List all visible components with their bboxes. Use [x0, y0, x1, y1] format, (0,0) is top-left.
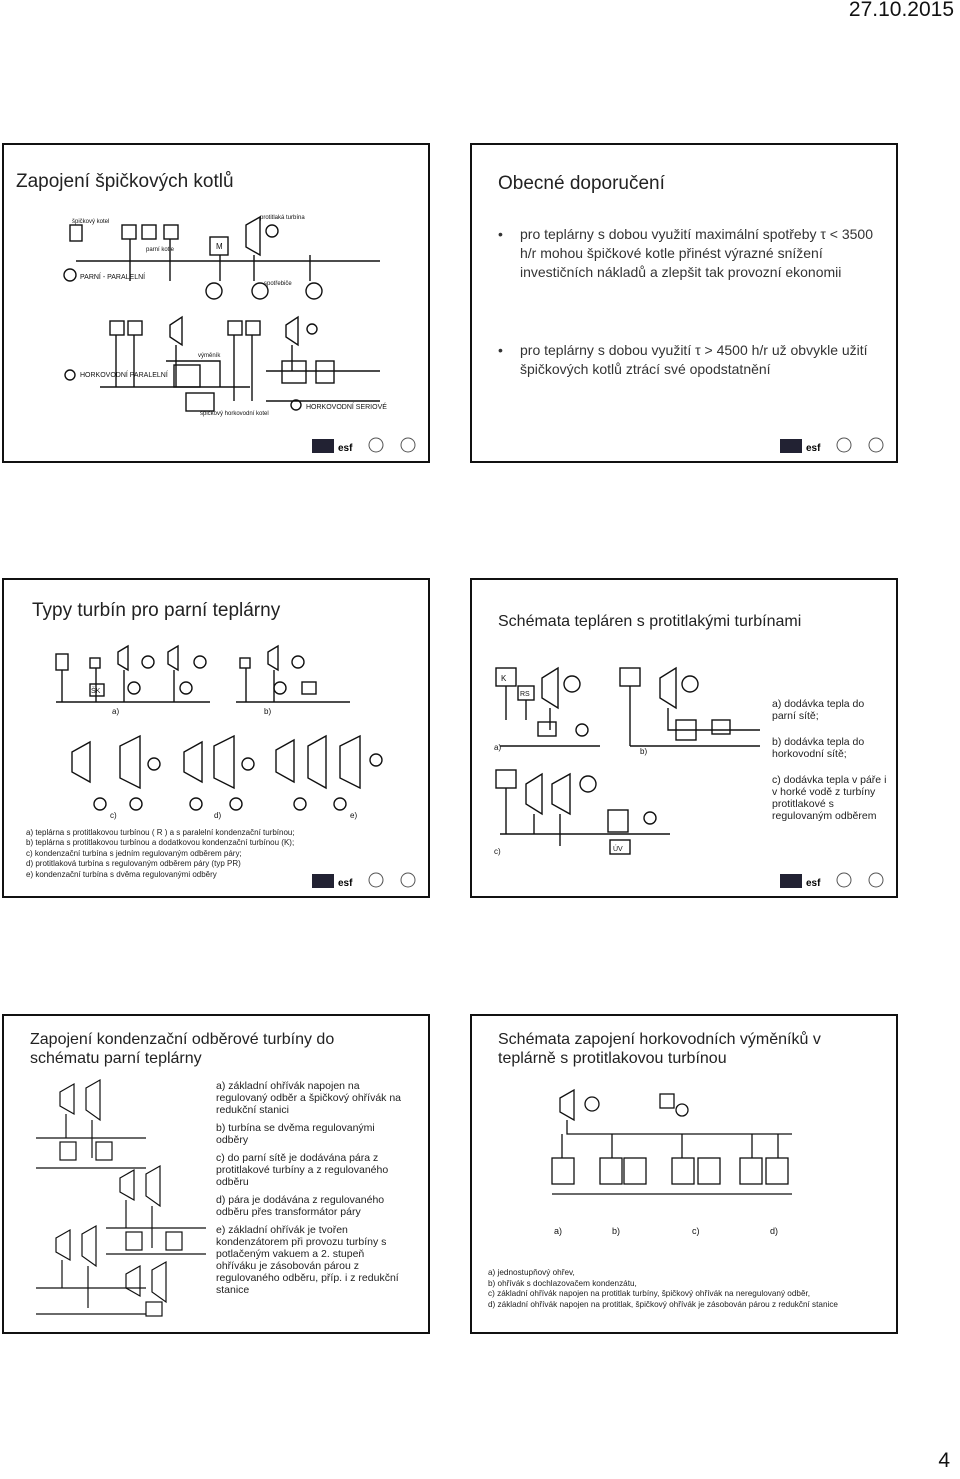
slide-spickove-kotle: Zapojení špičkových kotlů M špičkový kot…	[2, 143, 430, 463]
lbl-protitlaka: protitlaká turbína	[260, 215, 305, 221]
lbl-vymenik: výměník	[198, 353, 221, 359]
turbine-types-schematic: ŠK a) b) c) d) e)	[50, 642, 392, 820]
lbl-uv: ÚV	[613, 844, 623, 853]
lbl-c: c)	[692, 1226, 700, 1236]
page-number: 4	[938, 1449, 950, 1472]
lbl-spotrebice: spotřebiče	[264, 281, 292, 287]
lbl-b: b)	[640, 747, 647, 756]
hot-water-exchanger-schematic: a) b) c) d)	[542, 1084, 802, 1252]
eu-logos: esf	[312, 870, 422, 890]
extraction-options: a) základní ohřívák napojen na regulovan…	[216, 1080, 402, 1296]
bullet-item: • pro teplárny s dobou využití maximální…	[498, 226, 873, 280]
exchanger-captions: a) jednostupňový ohřev, b) ohřívák s doc…	[488, 1268, 838, 1309]
lbl-a: a)	[554, 1226, 562, 1236]
slide-typy-turbin: Typy turbín pro parní teplárny ŠK a) b) …	[2, 578, 430, 898]
bullet-icon: •	[498, 226, 503, 242]
lbl-parni-kotle: parní kotle	[146, 247, 175, 253]
peak-boiler-schematic: M špičkový kotel parní kotle protitlaká …	[50, 211, 410, 433]
page-date: 27.10.2015	[848, 0, 954, 21]
backpressure-plant-schematic: K RS a) b) ÚV c)	[490, 650, 770, 866]
slide-title: Obecné doporučení	[498, 173, 665, 194]
slide-title: Typy turbín pro parní teplárny	[32, 600, 281, 621]
eu-logos: esf	[780, 870, 890, 890]
slide-obecne-doporuceni: Obecné doporučení • pro teplárny s dobou…	[470, 143, 898, 463]
extraction-turbine-schematic	[26, 1078, 208, 1322]
lbl-parni-paralelni: PARNÍ - PARALELNÍ	[80, 272, 145, 281]
slide-schemata-teplaren: Schémata tepláren s protitlakými turbína…	[470, 578, 898, 898]
slide-title: Zapojení špičkových kotlů	[16, 171, 234, 192]
slide-title: Schémata zapojení horkovodních výměníků …	[498, 1031, 821, 1068]
lbl-b: b)	[612, 1226, 620, 1236]
lbl-a: a)	[112, 707, 119, 716]
bullet-item: • pro teplárny s dobou využití τ > 4500 …	[498, 342, 868, 377]
lbl-c: c)	[110, 811, 117, 820]
svg-text:esf: esf	[806, 878, 821, 889]
lbl-rs: RS	[520, 691, 530, 698]
slide-horkovodni-vymeniky: Schémata zapojení horkovodních výměníků …	[470, 1014, 898, 1334]
svg-text:esf: esf	[338, 443, 353, 454]
lbl-d: d)	[214, 811, 221, 820]
lbl-a: a)	[494, 743, 501, 752]
lbl-m: M	[216, 242, 223, 251]
lbl-e: e)	[350, 811, 357, 820]
lbl-horkovodni-seriove: HORKOVODNÍ SERIOVÉ	[306, 402, 387, 411]
eu-logos: esf	[780, 435, 890, 455]
svg-text:esf: esf	[338, 878, 353, 889]
turbine-type-captions: a) teplárna s protitlakovou turbínou ( R…	[26, 828, 295, 879]
scheme-notes: a) dodávka tepla do parní sítě; b) dodáv…	[772, 698, 887, 822]
lbl-c: c)	[494, 847, 501, 856]
slide-title: Zapojení kondenzační odběrové turbíny do…	[30, 1031, 335, 1068]
slide-title: Schémata tepláren s protitlakými turbína…	[498, 613, 802, 630]
bullet-icon: •	[498, 342, 503, 358]
slide-kondenzacni-odberova: Zapojení kondenzační odběrové turbíny do…	[2, 1014, 430, 1334]
lbl-spickovy-horkovodni: špičkový horkovodní kotel	[200, 411, 269, 417]
svg-text:esf: esf	[806, 443, 821, 454]
lbl-b: b)	[264, 707, 271, 716]
lbl-spickovy: špičkový kotel	[72, 219, 109, 225]
eu-logos: esf	[312, 435, 422, 455]
lbl-d: d)	[770, 1226, 778, 1236]
lbl-k: K	[501, 674, 507, 683]
lbl-sk: ŠK	[91, 686, 101, 695]
lbl-horkovodni-paralelni: HORKOVODNÍ PARALELNÍ	[80, 370, 168, 379]
